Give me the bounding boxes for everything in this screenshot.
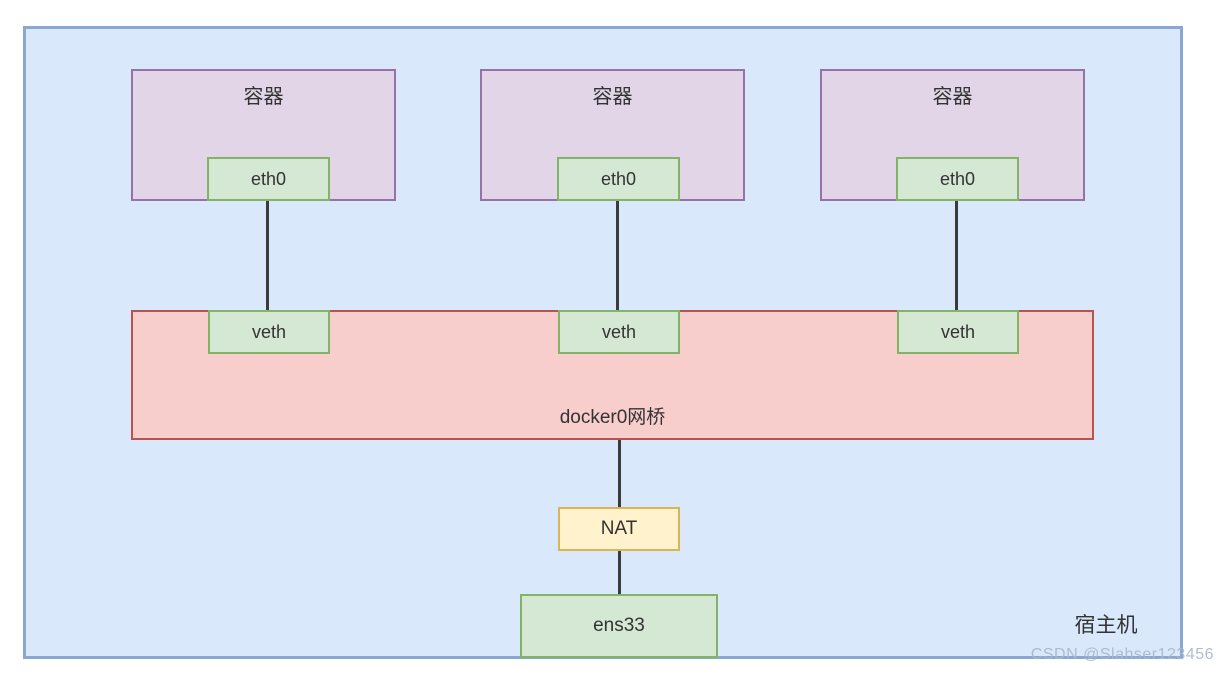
eth0-label: eth0	[939, 168, 976, 189]
container-label: 容器	[243, 86, 284, 108]
veth-port-3: veth	[897, 310, 1019, 354]
container-label: 容器	[592, 86, 633, 108]
veth-label: veth	[251, 321, 287, 342]
eth0-port-3: eth0	[896, 157, 1019, 201]
ens33-label: ens33	[593, 615, 645, 636]
watermark: CSDN @Slahser123456	[1030, 646, 1214, 663]
nat-label: NAT	[600, 518, 638, 539]
eth0-label: eth0	[250, 168, 287, 189]
eth0-label: eth0	[600, 168, 637, 189]
container-label: 容器	[932, 86, 973, 108]
connector-eth0-veth-3	[955, 200, 958, 311]
connector-bridge-nat	[618, 439, 621, 509]
nat-box: NAT	[558, 507, 680, 551]
connector-eth0-veth-1	[266, 200, 269, 311]
eth0-port-1: eth0	[207, 157, 330, 201]
eth0-port-2: eth0	[557, 157, 680, 201]
veth-label: veth	[940, 321, 976, 342]
connector-nat-ens33	[618, 549, 621, 596]
veth-port-1: veth	[208, 310, 330, 354]
connector-eth0-veth-2	[616, 200, 619, 311]
host-label: 宿主机	[1074, 614, 1138, 637]
veth-port-2: veth	[558, 310, 680, 354]
ens33-box: ens33	[520, 594, 718, 658]
veth-label: veth	[601, 321, 637, 342]
bridge-label: docker0网桥	[559, 407, 666, 428]
